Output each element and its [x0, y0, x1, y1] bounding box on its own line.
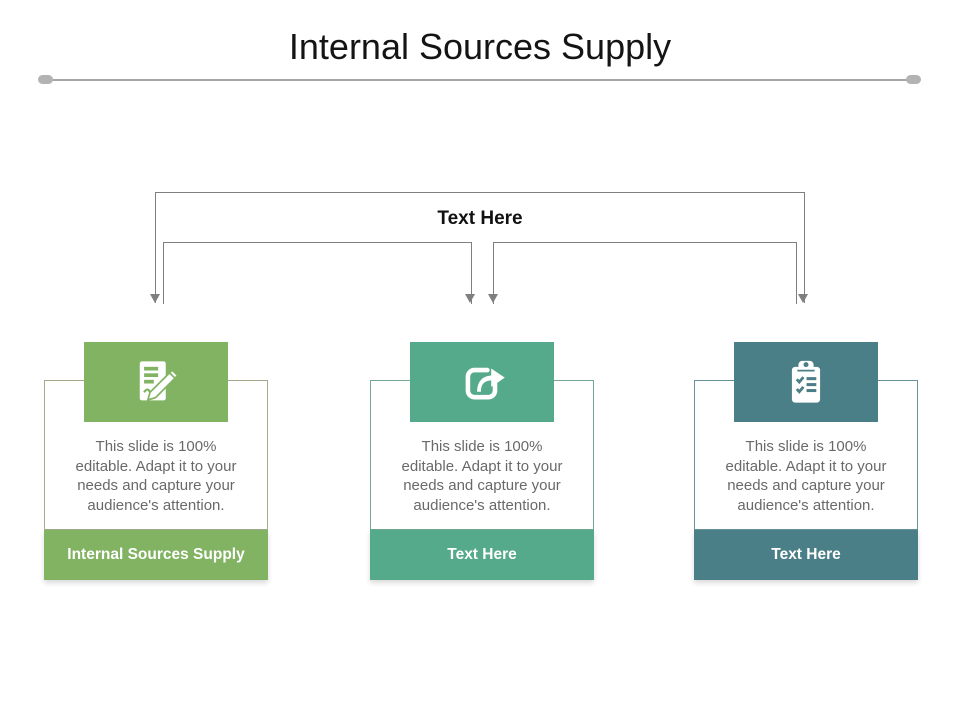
icon-box: [410, 342, 554, 422]
icon-box: [734, 342, 878, 422]
divider-cap-right: [906, 75, 921, 84]
card-footer-label: Internal Sources Supply: [44, 530, 268, 580]
divider-line: [42, 79, 918, 81]
card-description: This slide is 100% editable. Adapt it to…: [75, 438, 237, 514]
card-description: This slide is 100% editable. Adapt it to…: [725, 438, 887, 514]
card-description: This slide is 100% editable. Adapt it to…: [401, 438, 563, 514]
card-internal-sources-supply: This slide is 100% editable. Adapt it to…: [44, 342, 268, 580]
card-footer-label: Text Here: [370, 530, 594, 580]
arrow-down-icon: [150, 294, 160, 303]
connector-bracket-outer: [155, 192, 805, 303]
card-text-here-1: This slide is 100% editable. Adapt it to…: [370, 342, 594, 580]
card-text-here-2: This slide is 100% editable. Adapt it to…: [694, 342, 918, 580]
icon-box: [84, 342, 228, 422]
connector-bracket-inner-left: [163, 242, 472, 304]
connector-label: Text Here: [437, 208, 523, 229]
slide-title: Internal Sources Supply: [288, 26, 672, 67]
card-body: This slide is 100% editable. Adapt it to…: [370, 380, 594, 530]
connector-bracket-inner-right: [493, 242, 797, 304]
card-footer-label: Text Here: [694, 530, 918, 580]
arrow-down-icon: [798, 294, 808, 303]
arrow-down-icon: [465, 294, 475, 303]
divider-cap-left: [38, 75, 53, 84]
arrow-down-icon: [488, 294, 498, 303]
clipboard-checklist-icon: [791, 360, 821, 403]
share-arrow-icon: [465, 367, 505, 400]
edit-note-icon: [139, 361, 179, 402]
